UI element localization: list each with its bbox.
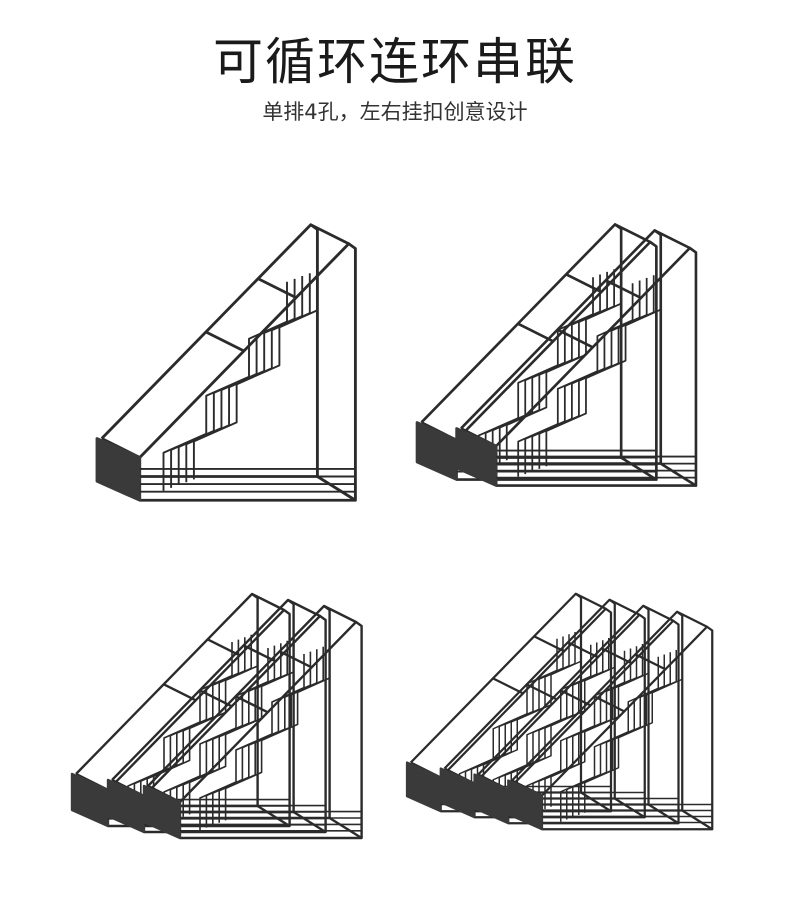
connecting-rod [635, 653, 667, 671]
connecting-rod [567, 641, 599, 659]
rack-unit [95, 223, 357, 502]
connecting-rod [163, 683, 197, 702]
base-tray [439, 767, 476, 819]
connecting-rod [328, 816, 363, 840]
front-frame [541, 625, 714, 831]
connecting-rod [654, 229, 691, 250]
connecting-rod [605, 279, 642, 300]
front-frame [107, 608, 291, 828]
connecting-rod [681, 809, 713, 831]
connecting-rod [316, 475, 357, 502]
connecting-rod [601, 647, 633, 665]
base-tray [405, 761, 442, 813]
base-tray [142, 784, 182, 840]
rack-image-4-units [405, 592, 714, 831]
stair-wire [224, 644, 331, 821]
connecting-rod [620, 456, 658, 481]
stair-wire [188, 638, 295, 815]
connecting-rod [287, 598, 321, 618]
back-frame [420, 223, 623, 459]
base-tray [455, 427, 498, 487]
connecting-rod [492, 677, 524, 695]
connecting-rod [608, 598, 641, 616]
base-tray [415, 421, 458, 481]
connecting-rod [235, 695, 269, 714]
rack-image-2-units [415, 223, 698, 487]
front-frame [138, 242, 357, 502]
rack-unit [455, 229, 698, 487]
base-tray [507, 779, 544, 831]
base-tray [70, 772, 110, 828]
connecting-rod [575, 592, 607, 610]
stair-wire [545, 272, 662, 467]
connecting-rod [310, 223, 350, 246]
front-frame [495, 246, 698, 487]
base-tray [106, 778, 146, 834]
connecting-rod [251, 592, 285, 612]
connecting-rod [323, 604, 357, 624]
stair-wire [505, 266, 623, 461]
connecting-rod [676, 610, 708, 628]
connecting-rod [557, 328, 594, 349]
base-tray [473, 773, 510, 825]
rack-unit [507, 610, 714, 831]
headline-subtitle: 单排4孔，左右挂扣创意设计 [262, 100, 528, 124]
rack-image-1-unit [95, 223, 357, 502]
rack-image-3-units [70, 592, 363, 840]
connecting-rod [533, 635, 566, 653]
connecting-rod [560, 689, 592, 707]
rack-unit [142, 604, 363, 840]
connecting-rod [279, 650, 313, 669]
connecting-rod [660, 462, 697, 487]
connecting-rod [256, 804, 291, 828]
front-frame [143, 614, 327, 834]
back-frame [100, 223, 319, 478]
connecting-rod [199, 689, 233, 708]
connecting-rod [593, 695, 626, 713]
base-tray [95, 437, 142, 502]
connecting-rod [614, 797, 646, 819]
connecting-rod [647, 803, 680, 825]
stair-wire [550, 641, 650, 807]
headline-title: 可循环连环串联 [213, 33, 577, 91]
back-frame [460, 229, 663, 465]
connecting-rod [580, 791, 612, 813]
front-frame [455, 240, 658, 481]
connecting-rod [257, 277, 298, 300]
connecting-rod [526, 683, 558, 701]
stair-wire [192, 270, 319, 480]
connecting-rod [642, 604, 674, 622]
connecting-rod [292, 810, 327, 834]
stair-wire [584, 647, 683, 813]
front-frame [179, 620, 363, 840]
rack-unit [106, 598, 327, 834]
connecting-rod [205, 330, 245, 353]
